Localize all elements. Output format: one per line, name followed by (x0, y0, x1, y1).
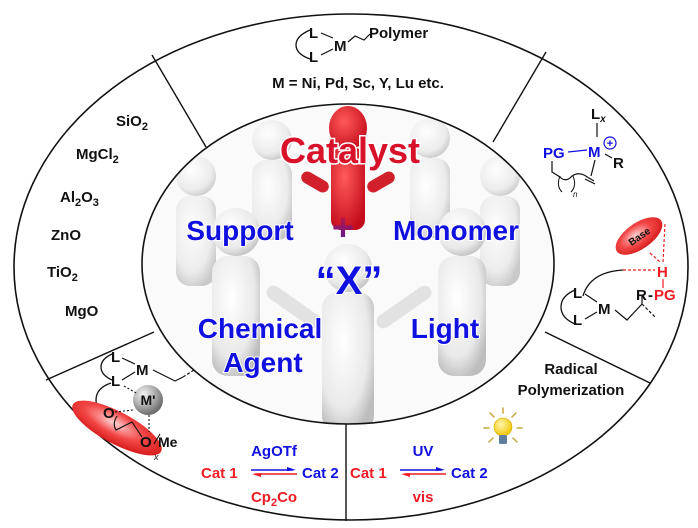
o1-label: O (103, 405, 115, 422)
support-label: Support (186, 215, 293, 246)
positive-charge-icon (603, 136, 617, 150)
ligand-top-base: L (573, 285, 582, 302)
figure-front-left (212, 208, 260, 376)
cat2-label-left: Cat 2 (302, 465, 339, 482)
n-subscript: n (573, 190, 578, 199)
metal-label-base: M (598, 301, 611, 318)
figure-back-left (252, 120, 292, 240)
metal-cation-label: M (588, 144, 601, 161)
support-zno: ZnO (51, 227, 81, 244)
bottom-right-segment-photoswitch: Radical Polymerization UV Cat 1 Cat 2 vi… (350, 361, 624, 506)
cat1-label-right: Cat 1 (350, 465, 387, 482)
upper-right-segment-monomer: Lx PG M + R n (543, 106, 624, 199)
inner-ring (141, 103, 555, 425)
cp2co-label: Cp2Co (251, 489, 297, 509)
ligand-top-chem: L (111, 349, 120, 366)
pg-label: PG (543, 145, 565, 162)
charge-symbol: + (607, 138, 613, 150)
ligand-bottom: L (309, 49, 318, 66)
base-oval (615, 217, 663, 255)
uv-label: UV (413, 443, 434, 460)
dash-label: - (648, 287, 653, 304)
polymer-label: Polymer (369, 25, 428, 42)
r-label-base: R (636, 287, 647, 304)
ligand-bottom-base: L (573, 312, 582, 329)
crown-ether-oval (72, 400, 162, 456)
figure-front-right (438, 208, 486, 376)
support-tio2: TiO2 (47, 264, 78, 284)
support-mgcl2: MgCl2 (76, 146, 119, 166)
metal-sphere-icon (133, 385, 163, 415)
metal-label: M (334, 38, 347, 55)
x-subscript: x (153, 452, 159, 462)
x-label: “X” (316, 259, 383, 303)
divider-lower-right (544, 331, 651, 384)
h-label: H (657, 264, 668, 281)
support-al2o3: Al2O3 (60, 189, 99, 209)
bottom-left-segment-redox-switch: L L M M' O O Me x AgOTf Cat 1 Cat 2 Cp2C… (72, 349, 339, 509)
r-label: R (613, 155, 624, 172)
support-mgo: MgO (65, 303, 99, 320)
ligand-top: L (309, 25, 318, 42)
cat1-label-left: Cat 1 (201, 465, 238, 482)
figure-back-right (410, 118, 450, 238)
radical-label: Radical (544, 361, 597, 378)
center-hub: Catalyst + Support Monomer “X” Chemical … (141, 103, 555, 425)
vis-label: vis (413, 489, 434, 506)
left-segment-supports: SiO2 MgCl2 Al2O3 ZnO TiO2 MgO (47, 113, 148, 320)
cat2-label-right: Cat 2 (451, 465, 488, 482)
monomer-label: Monomer (393, 215, 519, 246)
catalyst-label: Catalyst (280, 130, 420, 171)
support-sio2: SiO2 (116, 113, 148, 133)
chemical-label: Chemical (198, 313, 323, 344)
metal2-label: M' (141, 392, 156, 408)
metals-list: M = Ni, Pd, Sc, Y, Lu etc. (272, 75, 444, 92)
people-circle-illustration (176, 106, 520, 424)
o2-label: O (140, 434, 152, 451)
plus-sign: + (332, 207, 354, 249)
pg-label-red: PG (654, 287, 676, 304)
lower-right-segment-base-interaction: Base H R - PG L L M (560, 217, 676, 329)
light-label: Light (411, 313, 479, 344)
figure-front-center (266, 244, 432, 424)
me-label: Me (158, 434, 178, 450)
agotf-label: AgOTf (251, 443, 298, 460)
metal-label-chem: M (136, 362, 149, 379)
ligand-bottom-chem: L (111, 373, 120, 390)
figure-catalyst-red (301, 106, 395, 230)
lx-label: Lx (591, 106, 606, 125)
polymerization-label: Polymerization (518, 382, 625, 399)
divider-lower-left (45, 331, 155, 381)
divider-upper-right (492, 51, 547, 143)
divider-upper-left (151, 54, 207, 148)
light-bulb-icon (483, 407, 523, 444)
agent-label: Agent (223, 347, 302, 378)
top-segment-metal-complex: L L M Polymer M = Ni, Pd, Sc, Y, Lu etc. (272, 25, 444, 92)
